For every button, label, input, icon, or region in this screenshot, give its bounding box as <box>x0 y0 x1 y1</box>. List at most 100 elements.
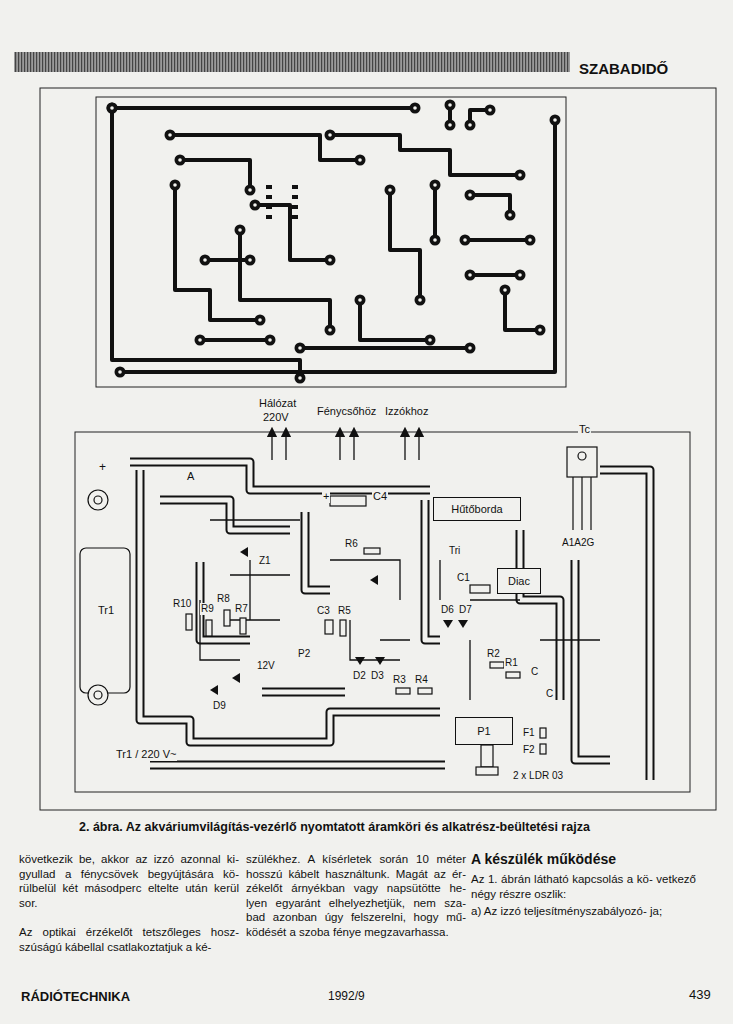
part-name: Tc <box>578 423 591 436</box>
header-bar <box>14 52 570 72</box>
part-name: Tri <box>448 545 461 557</box>
solder-pad <box>465 343 476 354</box>
pad-hole <box>110 106 114 110</box>
part-name: P2 <box>297 648 311 660</box>
part-name: C1 <box>456 572 471 584</box>
solder-pad <box>195 335 206 346</box>
solder-pad <box>385 185 396 196</box>
pad-hole <box>328 328 332 332</box>
pad-hole <box>388 188 392 192</box>
wiring <box>200 432 600 700</box>
ic-pads <box>266 185 298 219</box>
transformer-box: Tr1 <box>88 598 124 622</box>
connector-label: 220V <box>262 411 290 424</box>
node-text: P1 <box>477 725 490 737</box>
pad-hole <box>258 318 262 322</box>
solder-pad <box>505 210 516 221</box>
part-name: R8 <box>216 593 231 605</box>
part-name: R1 <box>504 657 519 669</box>
wide-traces <box>130 462 650 780</box>
solder-pad <box>535 325 546 336</box>
part-name: 2 x LDR 03 <box>512 770 564 782</box>
part-name: Tr1 / 220 V~ <box>115 748 177 761</box>
solder-pad <box>430 180 441 191</box>
solder-pad <box>325 255 336 266</box>
solder-pad <box>415 295 426 306</box>
pad-hole <box>248 188 252 192</box>
pad-hole <box>118 370 122 374</box>
part-name: R2 <box>486 648 501 660</box>
page-number: 439 <box>688 988 712 1003</box>
part-name: R10 <box>172 598 192 610</box>
body-text: Az optikai érzékelőt tetszőleges hosz- s… <box>18 925 240 954</box>
section-heading: A készülék működése <box>470 851 617 867</box>
polarity-mark: + <box>98 461 107 475</box>
part-name: D7 <box>458 604 473 616</box>
pad-hole <box>553 118 557 122</box>
solder-pad <box>425 335 436 346</box>
pad-hole <box>168 133 172 137</box>
part-name: A <box>186 470 195 483</box>
solder-pad <box>245 185 256 196</box>
solder-pad <box>465 120 476 131</box>
part-name: D9 <box>212 700 227 712</box>
part-name: R4 <box>414 674 429 686</box>
solder-pad <box>325 325 336 336</box>
part-name: R9 <box>200 603 215 615</box>
solder-pad <box>465 190 476 201</box>
pad-hole <box>238 228 242 232</box>
potentiometer-box: P1 <box>455 717 513 745</box>
footer-text: RÁDIÓTECHNIKA <box>20 990 131 1005</box>
node-text: Tr1 <box>98 604 114 616</box>
solder-pad <box>107 103 118 114</box>
solder-pad <box>460 235 471 246</box>
page-header: SZABADIDŐ <box>578 60 669 77</box>
pad-hole <box>448 103 452 107</box>
solder-pad <box>515 270 526 281</box>
pad-hole <box>178 158 182 162</box>
node-text: Diac <box>508 575 530 587</box>
pad-hole <box>198 338 202 342</box>
pad-hole <box>298 376 302 380</box>
pad-hole <box>358 298 362 302</box>
pad-hole <box>468 273 472 277</box>
pad-hole <box>268 338 272 342</box>
solder-pad <box>325 130 336 141</box>
body-text: a) Az izzó teljesítményszabályozó- ja; <box>470 904 697 919</box>
copper-traces <box>112 105 555 378</box>
body-text: szülékhez. A kísérletek során 10 méter h… <box>245 852 467 939</box>
pad-hole <box>173 183 177 187</box>
solder-pad <box>410 103 421 114</box>
solder-pad <box>200 255 211 266</box>
solder-pad <box>515 170 526 181</box>
components <box>80 447 597 775</box>
solder-pad <box>430 235 441 246</box>
pad-hole <box>203 258 207 262</box>
pad-hole <box>253 203 257 207</box>
part-box: Diac <box>497 568 541 594</box>
pad-hole <box>413 106 417 110</box>
pad-hole <box>248 258 252 262</box>
solder-pad <box>355 155 366 166</box>
solder-pad <box>245 255 256 266</box>
pad-hole <box>508 213 512 217</box>
pad-hole <box>328 258 332 262</box>
part-name: R7 <box>234 603 249 615</box>
figure-frame <box>40 88 716 810</box>
pad-hole <box>468 193 472 197</box>
voltage-label: 12V <box>256 660 276 672</box>
solder-pad <box>485 105 496 116</box>
part-name: R5 <box>337 605 352 617</box>
solder-pads <box>107 100 561 384</box>
pad-hole <box>518 273 522 277</box>
pad-hole <box>463 238 467 242</box>
solder-pad <box>445 100 456 111</box>
board-outline <box>96 97 566 387</box>
part-name: C <box>545 688 554 700</box>
part-name: F2 <box>522 744 536 756</box>
solder-pad <box>465 270 476 281</box>
pad-hole <box>448 123 452 127</box>
solder-pad <box>165 130 176 141</box>
pad-hole <box>428 338 432 342</box>
connector-label: Fénycsőhöz <box>316 405 377 418</box>
